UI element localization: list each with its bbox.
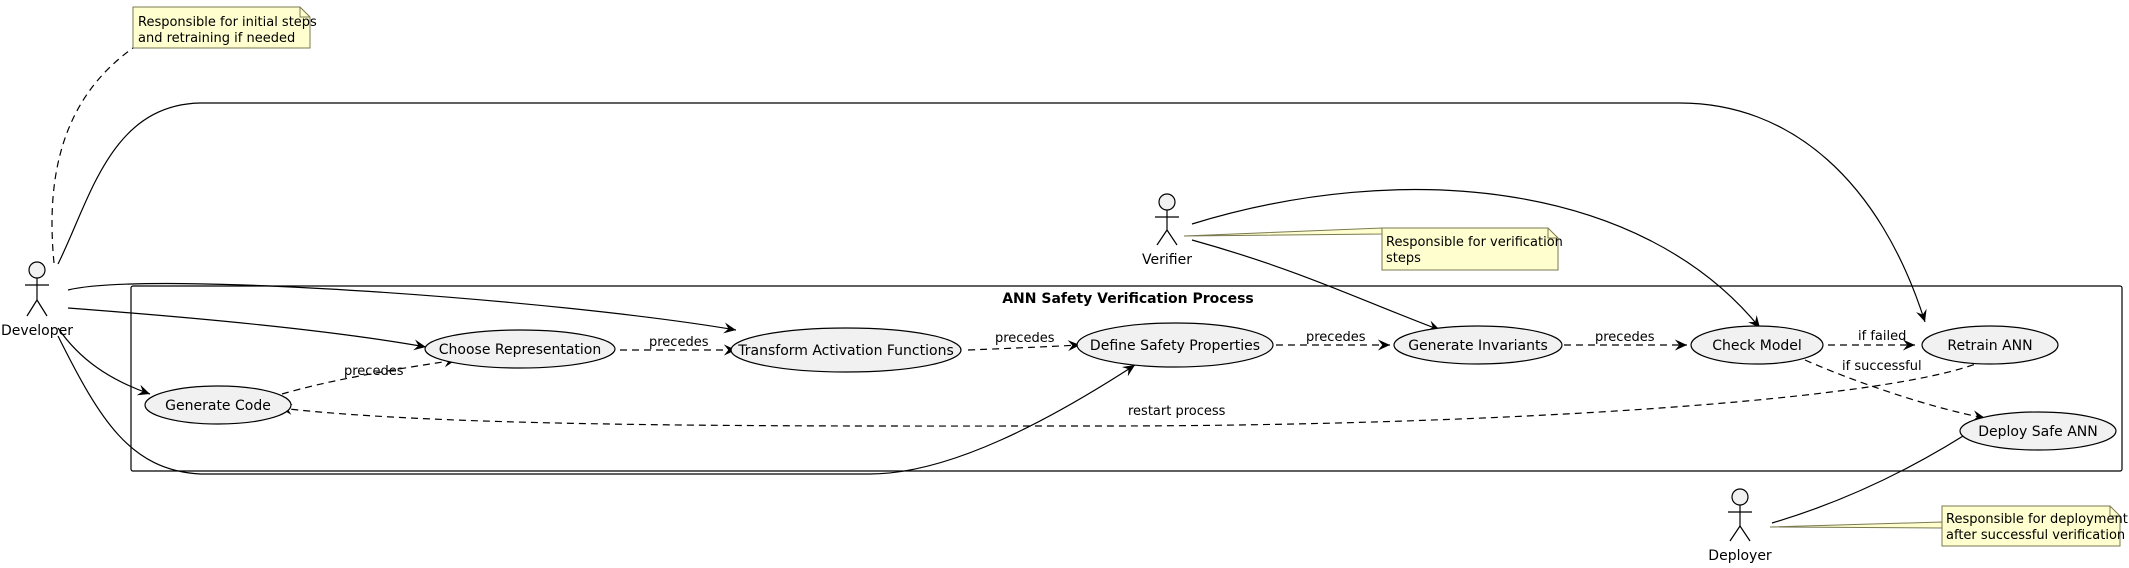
associations [57, 102, 1986, 524]
boundary-title: ANN Safety Verification Process [1002, 291, 1254, 307]
usecase-generate-invariants[interactable]: Generate Invariants [1393, 325, 1563, 365]
usecase-check-model[interactable]: Check Model [1690, 325, 1824, 365]
usecase-deploy-safe-ann[interactable]: Deploy Safe ANN [1959, 411, 2117, 451]
system-boundary: ANN Safety Verification Process [130, 285, 2123, 472]
edge-developer-define [57, 335, 1136, 475]
actor-verifier [1155, 193, 1179, 246]
usecase-generate-code-label: Generate Code [165, 398, 271, 414]
edge-developer-retrain [57, 102, 1927, 323]
edge-transform-to-define [967, 340, 1081, 352]
actor-verifier-label: Verifier [1142, 252, 1192, 268]
label-precedes-3: precedes [995, 331, 1055, 346]
usecase-check-model-label: Check Model [1712, 338, 1802, 354]
edge-code-to-choose [281, 356, 457, 395]
actor-developer [25, 261, 49, 317]
edge-developer-transform [67, 282, 737, 334]
deployer-note-line1: Responsible for deployment [1946, 512, 2128, 527]
label-precedes-4: precedes [1306, 330, 1366, 345]
deployer-note-line2: after successful verification [1946, 528, 2125, 543]
developer-note-line2: and retraining if needed [138, 31, 295, 46]
verifier-note: Responsible for verification steps [1183, 227, 1563, 271]
developer-note-line1: Responsible for initial steps [138, 15, 317, 30]
label-precedes-5: precedes [1595, 330, 1655, 345]
actor-developer-label: Developer [1, 323, 73, 339]
edge-developer-choose [67, 307, 427, 351]
label-precedes-2: precedes [649, 335, 709, 350]
deployer-note: Responsible for deployment after success… [1769, 505, 2128, 547]
edge-retrain-to-code [279, 359, 1986, 427]
usecase-define-safety-label: Define Safety Properties [1090, 338, 1260, 354]
usecase-transform-activation-label: Transform Activation Functions [737, 343, 953, 359]
edge-verifier-invariants [1191, 239, 1441, 331]
label-if-failed: if failed [1858, 329, 1906, 344]
edge-check-to-deploy [1804, 359, 1986, 422]
developer-note-connector [51, 47, 134, 264]
usecase-choose-representation-label: Choose Representation [439, 342, 601, 358]
usecase-generate-invariants-label: Generate Invariants [1408, 338, 1548, 354]
edge-developer-generate-code [57, 327, 151, 396]
usecase-transform-activation[interactable]: Transform Activation Functions [730, 327, 962, 373]
dependencies [279, 339, 1986, 427]
edge-deployer-deploy [1771, 421, 1986, 524]
label-restart-process: restart process [1128, 404, 1226, 419]
usecase-generate-code[interactable]: Generate Code [144, 385, 292, 425]
developer-note: Responsible for initial steps and retrai… [132, 6, 317, 49]
usecase-define-safety[interactable]: Define Safety Properties [1076, 322, 1274, 368]
usecase-retrain-ann-label: Retrain ANN [1947, 338, 2032, 354]
actor-deployer-label: Deployer [1708, 548, 1772, 564]
label-precedes-1: precedes [344, 364, 404, 379]
verifier-note-line2: steps [1386, 251, 1421, 266]
edge-verifier-check [1191, 188, 1761, 329]
actor-deployer [1728, 488, 1752, 542]
verifier-note-line1: Responsible for verification [1386, 235, 1563, 250]
usecase-choose-representation[interactable]: Choose Representation [424, 329, 616, 369]
usecase-deploy-safe-ann-label: Deploy Safe ANN [1978, 424, 2097, 440]
label-if-successful: if successful [1842, 359, 1922, 374]
usecase-retrain-ann[interactable]: Retrain ANN [1921, 325, 2059, 365]
